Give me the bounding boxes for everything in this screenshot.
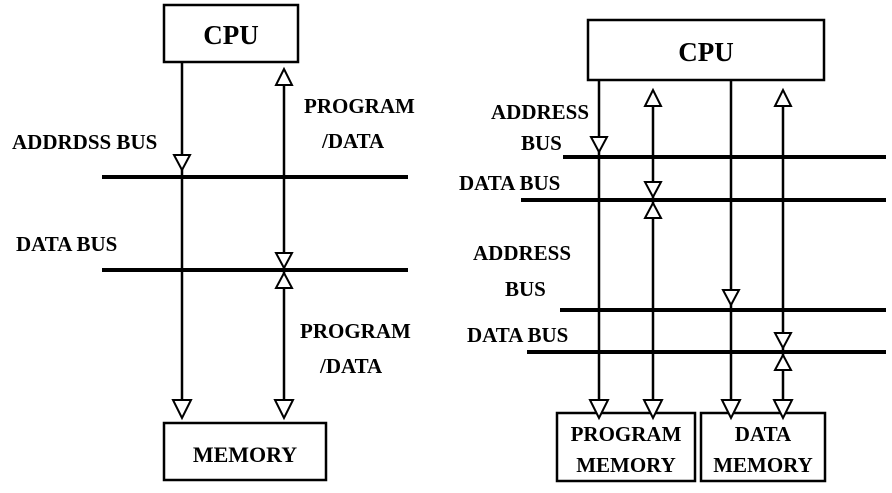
program-data-bus-up-arrow: [643, 200, 663, 219]
right-data-bus-2-label: DATA BUS: [467, 323, 568, 347]
program-memory-box: [555, 411, 697, 483]
left-address-bus-down-arrow: [172, 154, 192, 173]
left-cpu-up-arrow: [274, 66, 294, 86]
program-cpu-up-arrow: [643, 87, 663, 107]
data-data-bus-up-arrow: [773, 352, 793, 371]
program-memory-data-arrow: [642, 399, 664, 421]
right-address-bus-1-line2: BUS: [521, 131, 562, 155]
right-cpu-box: [586, 18, 826, 82]
right-cpu-label: CPU: [678, 37, 734, 67]
program-data-bus-down-arrow: [643, 181, 663, 200]
left-memory-down-arrow-a: [171, 399, 193, 421]
right-address-bus-2-line1: ADDRESS: [473, 241, 571, 265]
left-address-bus-label: ADDRDSS BUS: [12, 130, 157, 154]
left-data-bus-up-arrow: [274, 270, 294, 289]
data-memory-label-line2: MEMORY: [713, 453, 813, 477]
data-address-bus-arrow: [721, 289, 741, 308]
program-address-bus-arrow: [589, 136, 609, 155]
right-address-bus-2-line2: BUS: [505, 277, 546, 301]
left-program-data-upper-line1: PROGRAM: [304, 94, 415, 118]
left-program-data-lower-line1: PROGRAM: [300, 319, 411, 343]
left-memory-box: [162, 421, 328, 482]
left-memory-label: MEMORY: [193, 442, 297, 467]
right-diagram: CPU PROGRAM MEMORY DATA MEMORY ADDRESS B…: [459, 18, 886, 483]
program-memory-label-line2: MEMORY: [576, 453, 676, 477]
left-program-data-lower-line2: /DATA: [319, 354, 383, 378]
left-data-bus-label: DATA BUS: [16, 232, 117, 256]
left-cpu-box: [162, 3, 300, 64]
left-program-data-upper-line2: /DATA: [321, 129, 385, 153]
data-memory-data-arrow: [772, 399, 794, 421]
program-memory-label-line1: PROGRAM: [571, 422, 682, 446]
left-data-bus-down-arrow: [274, 252, 294, 271]
program-memory-address-arrow: [588, 399, 610, 421]
right-data-bus-1-label: DATA BUS: [459, 171, 560, 195]
left-memory-down-arrow-b: [273, 399, 295, 421]
data-data-bus-down-arrow: [773, 332, 793, 351]
left-cpu-label: CPU: [203, 20, 259, 50]
data-cpu-up-arrow: [773, 87, 793, 107]
left-diagram: CPU MEMORY ADDRDSS BUS DATA BUS PROGRAM …: [12, 3, 415, 482]
right-address-bus-1-line1: ADDRESS: [491, 100, 589, 124]
data-memory-address-arrow: [720, 399, 742, 421]
data-memory-box: [699, 411, 827, 483]
data-memory-label-line1: DATA: [735, 422, 792, 446]
